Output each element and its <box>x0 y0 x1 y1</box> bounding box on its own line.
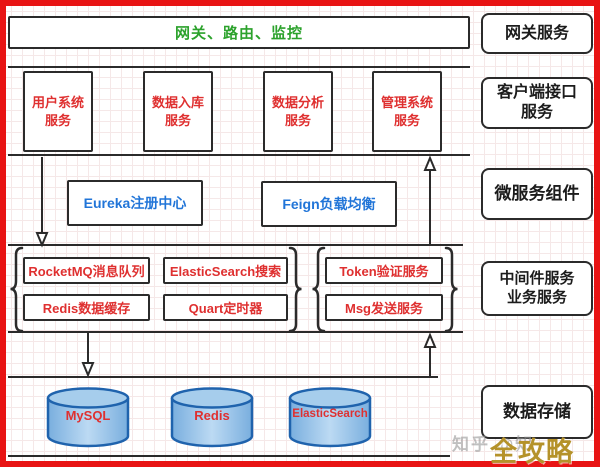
middleware-box-redis-cache: Redis数据缓存 <box>23 294 150 321</box>
watermark-gold-text: 全攻略 <box>490 437 574 467</box>
middleware-label: Token验证服务 <box>339 264 429 279</box>
component-label: Eureka注册中心 <box>83 195 187 211</box>
middleware-label: Redis数据缓存 <box>42 301 131 316</box>
service-label: 数据入库服务 <box>151 94 204 128</box>
database-label: MySQL <box>65 408 111 423</box>
component-box-feign: Feign负载均衡 <box>261 181 397 227</box>
arrow-up-storage-to-middleware <box>423 332 437 376</box>
service-box-admin-system: 管理系统服务 <box>372 71 442 152</box>
service-box-user-system: 用户系统服务 <box>23 71 93 152</box>
layer-label-text: 数据存储 <box>503 402 571 422</box>
service-box-data-analysis: 数据分析服务 <box>263 71 333 152</box>
brace-right-group-close <box>444 246 458 333</box>
service-label: 用户系统服务 <box>31 94 84 128</box>
service-label: 数据分析服务 <box>271 94 324 128</box>
middleware-box-msg: Msg发送服务 <box>325 294 443 321</box>
service-label: 管理系统服务 <box>380 94 433 128</box>
database-label: Redis <box>194 408 230 423</box>
database-label: ElasticSearch <box>292 408 368 420</box>
layer-label-text: 客户端接口 服务 <box>496 84 577 121</box>
arrow-up-components-to-services <box>423 155 437 244</box>
service-box-data-ingest: 数据入库服务 <box>143 71 213 152</box>
layer-label-gateway: 网关服务 <box>481 13 593 54</box>
layer-label-text: 中间件服务 业务服务 <box>499 269 575 306</box>
layer-label-microservice-components: 微服务组件 <box>481 168 593 220</box>
brace-right-group-open <box>312 246 326 333</box>
middleware-box-token: Token验证服务 <box>325 257 443 284</box>
middleware-box-rocketmq: RocketMQ消息队列 <box>23 257 150 284</box>
layer-label-text: 微服务组件 <box>494 184 580 204</box>
middleware-label: Msg发送服务 <box>344 301 423 316</box>
arrow-down-services-to-components <box>35 157 49 248</box>
database-cylinder-mysql: MySQL <box>46 386 130 448</box>
middleware-label: ElasticSearch搜索 <box>169 264 282 279</box>
layer-label-client-interface: 客户端接口 服务 <box>481 77 593 129</box>
brace-left-group-open <box>10 246 24 333</box>
layer-label-data-storage: 数据存储 <box>481 385 593 439</box>
gateway-title: 网关、路由、监控 <box>174 25 303 42</box>
cylinder-shape <box>170 387 254 448</box>
cylinder-shape <box>46 387 130 448</box>
middleware-label: Quart定时器 <box>188 301 263 316</box>
brace-left-group-close <box>288 246 302 333</box>
middleware-label: RocketMQ消息队列 <box>28 264 145 279</box>
database-cylinder-redis: Redis <box>170 386 254 448</box>
middleware-box-elasticsearch: ElasticSearch搜索 <box>163 257 288 284</box>
component-box-eureka: Eureka注册中心 <box>67 180 203 226</box>
watermark-zhihu-text: 知乎 @知 <box>452 435 535 454</box>
database-cylinder-elasticsearch: ElasticSearch <box>288 386 372 448</box>
layer-label-middleware-business: 中间件服务 业务服务 <box>481 261 593 316</box>
arrow-down-middleware-to-storage <box>81 333 95 378</box>
middleware-box-quart-timer: Quart定时器 <box>163 294 288 321</box>
layer-label-text: 网关服务 <box>504 24 569 42</box>
gateway-bar: 网关、路由、监控 <box>8 16 470 49</box>
cylinder-shape <box>288 387 372 448</box>
component-label: Feign负载均衡 <box>282 196 376 212</box>
